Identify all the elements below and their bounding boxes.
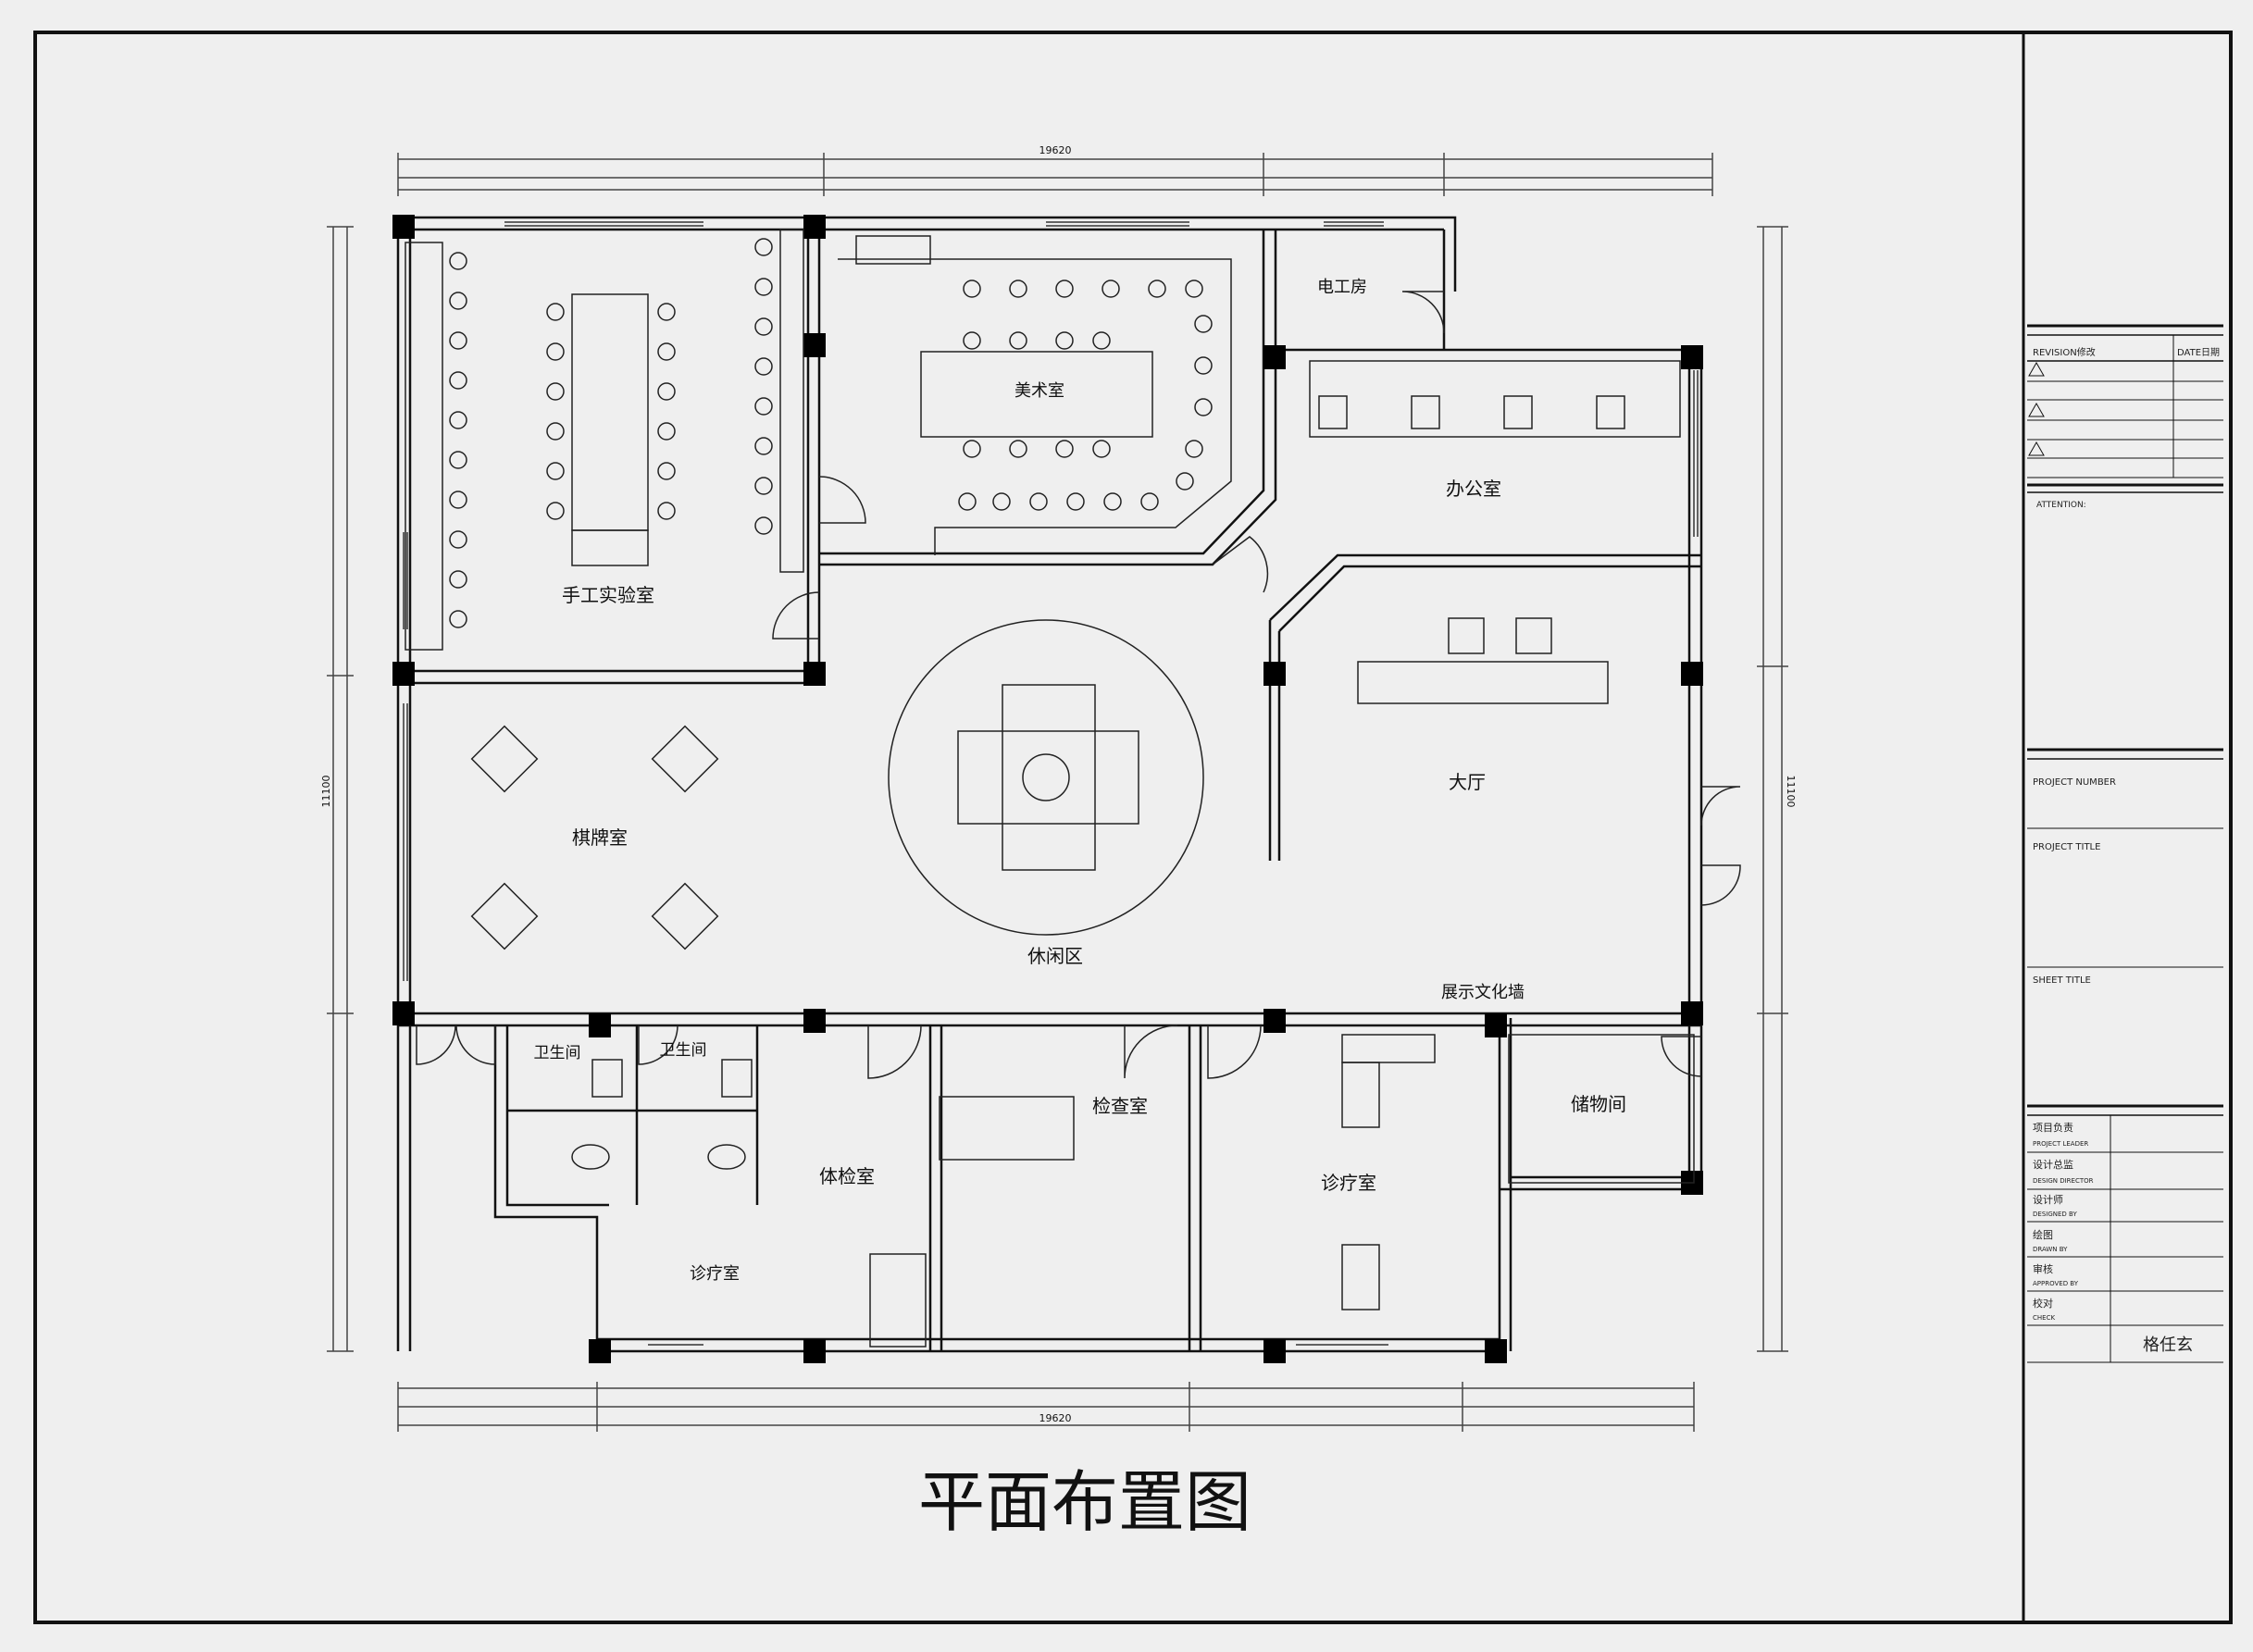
tb-check-en: CHECK <box>2033 1314 2055 1322</box>
tb-approved-cn: 审核 <box>2033 1262 2053 1275</box>
tb-date: DATE日期 <box>2177 347 2220 358</box>
room-toilet-2: 卫生间 <box>660 1041 707 1060</box>
room-handcraft-lab: 手工实验室 <box>562 584 654 606</box>
tb-designer-cn: 设计师 <box>2033 1194 2063 1206</box>
room-office: 办公室 <box>1446 478 1501 500</box>
tb-check-cn: 校对 <box>2033 1297 2053 1310</box>
tb-signature: 格任玄 <box>2143 1335 2193 1355</box>
dimension-lines <box>327 153 1788 1432</box>
room-physical-exam: 体检室 <box>819 1165 875 1187</box>
room-art: 美术室 <box>1014 381 1064 401</box>
tb-director-cn: 设计总监 <box>2033 1158 2073 1171</box>
tb-drawn-cn: 绘图 <box>2033 1228 2053 1241</box>
tb-drawn-en: DRAWN BY <box>2033 1246 2068 1253</box>
tb-designer-en: DESIGNED BY <box>2033 1211 2077 1218</box>
dim-right-total: 11100 <box>1785 776 1797 808</box>
room-treatment-1: 诊疗室 <box>690 1264 740 1284</box>
sheet-border <box>33 31 2233 1624</box>
tb-leader-en: PROJECT LEADER <box>2033 1140 2088 1148</box>
tb-revision: REVISION修改 <box>2033 346 2096 358</box>
room-hall: 大厅 <box>1449 771 1486 793</box>
dim-bottom-total: 19620 <box>1039 1412 1072 1424</box>
tb-attention: ATTENTION: <box>2036 501 2086 510</box>
tb-project-number: PROJECT NUMBER <box>2033 777 2116 788</box>
windows <box>403 221 1699 1346</box>
room-storage: 储物间 <box>1571 1093 1626 1115</box>
room-treatment-2: 诊疗室 <box>1321 1172 1376 1194</box>
tb-director-en: DESIGN DIRECTOR <box>2033 1177 2094 1185</box>
tb-approved-en: APPROVED BY <box>2033 1280 2079 1287</box>
room-electric: 电工房 <box>1317 278 1367 297</box>
title-block <box>2027 324 2223 1363</box>
room-leisure: 休闲区 <box>1027 945 1083 967</box>
tb-sheet-title: SHEET TITLE <box>2033 975 2091 986</box>
room-inspection: 检查室 <box>1092 1095 1148 1117</box>
room-toilet-1: 卫生间 <box>534 1044 581 1062</box>
furniture <box>405 229 1695 1348</box>
dim-left-total: 11100 <box>320 776 332 808</box>
room-culture-wall: 展示文化墙 <box>1441 983 1525 1002</box>
doors <box>416 291 1741 1079</box>
dim-top-total: 19620 <box>1039 144 1072 156</box>
drawing-title: 平面布置图 <box>918 1463 1251 1541</box>
columns <box>392 215 1703 1363</box>
tb-leader-cn: 项目负责 <box>2033 1121 2073 1134</box>
tb-project-title: PROJECT TITLE <box>2033 842 2100 852</box>
room-chess: 棋牌室 <box>572 826 628 849</box>
